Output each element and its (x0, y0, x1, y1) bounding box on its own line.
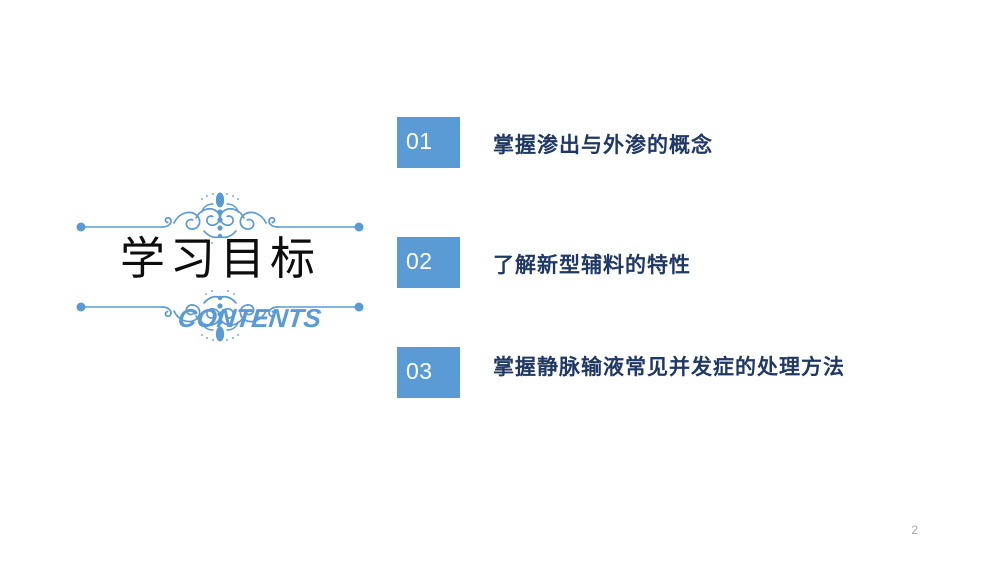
list-item[interactable]: 01 掌握渗出与外渗的概念 (397, 117, 957, 169)
page-number: 2 (911, 523, 918, 537)
title-block: 学习目标 (70, 190, 380, 350)
objective-text: 掌握渗出与外渗的概念 (493, 133, 713, 157)
objective-number-box: 03 (397, 347, 460, 398)
objective-number-box: 01 (397, 117, 460, 168)
page-title: 学习目标 (119, 232, 320, 285)
objective-number: 03 (406, 358, 433, 384)
top-flourish-ornament (70, 190, 370, 252)
objective-number-box: 02 (397, 237, 460, 288)
objective-number: 02 (406, 248, 433, 274)
list-item[interactable]: 02 了解新型辅料的特性 (397, 237, 957, 289)
objective-text: 了解新型辅料的特性 (493, 253, 691, 277)
contents-label: CONTENTS (176, 303, 323, 333)
list-item[interactable]: 03 掌握静脉输液常见并发症的处理方法 (397, 347, 957, 399)
objective-text: 掌握静脉输液常见并发症的处理方法 (493, 355, 845, 379)
objective-number: 01 (406, 128, 433, 154)
bottom-flourish-ornament (70, 282, 370, 344)
